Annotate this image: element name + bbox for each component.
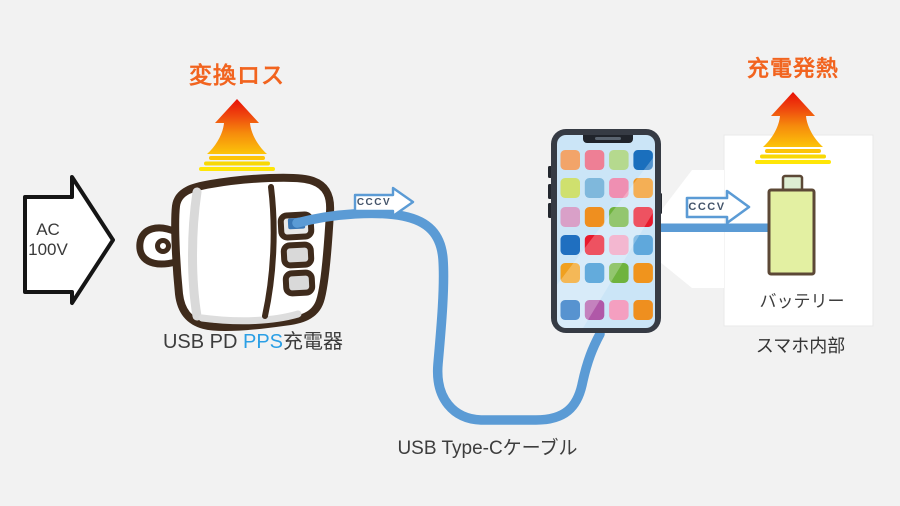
cable-label: USB Type-Cケーブル (397, 438, 578, 459)
charger-label-pps: PPS (243, 331, 284, 353)
heat-arrow-icon-left (199, 99, 275, 171)
charger-label-suffix: 充電器 (283, 331, 344, 353)
screen-sheen (557, 146, 655, 328)
usb-cable (292, 208, 605, 425)
ac-input-line1: AC (36, 220, 60, 239)
app-icon (633, 300, 653, 320)
cccv-label-2: CCCV (688, 201, 726, 213)
app-icon (609, 300, 629, 320)
app-icon (633, 235, 653, 255)
charger-shading-left (188, 187, 202, 321)
app-icon (560, 207, 580, 227)
smartphone-illustration (548, 129, 662, 333)
app-icon (560, 263, 580, 283)
battery-body (767, 188, 816, 276)
phone-speaker (595, 137, 621, 140)
app-icon (609, 150, 629, 170)
ac-input-arrow (23, 175, 115, 305)
app-icon (584, 207, 605, 227)
charger-shading-bottom (198, 310, 302, 325)
app-icon (633, 178, 653, 198)
app-icon (560, 178, 580, 198)
app-icon (609, 235, 629, 255)
charger-port-2 (280, 241, 315, 269)
app-icon (560, 300, 580, 320)
app-icon (609, 207, 629, 227)
app-icon (609, 263, 629, 283)
ac-input-line2: 100V (28, 240, 68, 260)
app-icon (584, 235, 605, 255)
app-icon (560, 150, 580, 170)
battery-label: バッテリー (759, 292, 845, 311)
ac-input-label: AC 100V (22, 220, 74, 261)
battery-icon (767, 174, 816, 276)
phone-screen (557, 135, 655, 328)
phone-internal-label: スマホ内部 (755, 336, 846, 356)
charger-port-3 (282, 269, 316, 297)
charger-edge-line (262, 184, 277, 319)
charger-prong-hole (155, 238, 171, 254)
app-icon (584, 300, 605, 320)
app-icon (584, 150, 605, 170)
app-icon (609, 178, 629, 198)
conversion-loss-label: 変換ロス (189, 62, 285, 88)
app-icon (633, 207, 653, 227)
cccv-arrow-icon-2 (685, 189, 751, 225)
app-icon (584, 263, 605, 283)
charge-heat-label: 充電発熱 (746, 56, 839, 81)
cccv-arrow-icon-1 (353, 186, 415, 218)
app-icon-grid (560, 150, 653, 320)
charger-label: USB PD PPS充電器 (150, 330, 356, 354)
app-icon (560, 235, 580, 255)
app-icon (584, 178, 605, 198)
app-icon (633, 150, 653, 170)
charger-illustration (136, 173, 335, 332)
charger-label-prefix: USB PD (162, 331, 243, 353)
battery-wire (658, 223, 770, 232)
cccv-label-1: CCCV (356, 197, 392, 208)
app-icon (633, 263, 653, 283)
